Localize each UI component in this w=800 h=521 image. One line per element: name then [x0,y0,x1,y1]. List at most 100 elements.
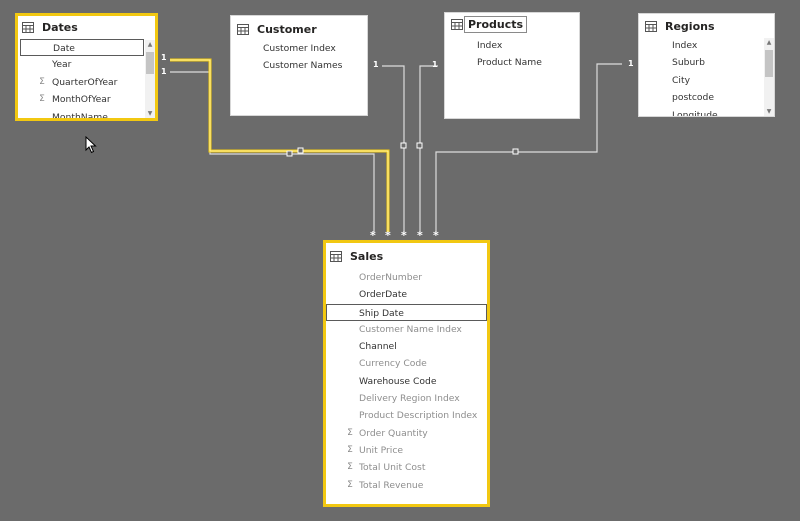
table-icon [330,250,342,262]
sigma-icon: Σ [347,479,353,490]
table-scrollbar-dates[interactable]: ▲ ▼ [145,40,155,118]
field-product-description-index[interactable]: Product Description Index [326,407,487,424]
rel-one-regions: 1 [628,59,634,68]
table-card-products[interactable]: Products Index Product Name [444,12,580,119]
table-header-dates[interactable]: Dates [18,16,155,38]
field-quarterofyear[interactable]: Σ QuarterOfYear [18,74,144,91]
field-postcode[interactable]: postcode [639,89,763,106]
table-icon [451,18,463,30]
table-icon [22,21,34,33]
sigma-icon: Σ [39,76,45,87]
field-customer-name-index[interactable]: Customer Name Index [326,321,487,338]
rel-one-products: 1 [432,60,438,69]
scroll-thumb[interactable] [146,52,154,74]
table-scrollbar-regions[interactable]: ▲ ▼ [764,38,774,116]
table-title-customer: Customer [257,22,317,36]
sigma-icon: Σ [39,93,45,104]
relationship-products-sales [419,65,438,232]
table-card-regions[interactable]: Regions Index Suburb City postcode Longi… [638,13,775,117]
table-header-products[interactable]: Products [445,13,579,35]
field-label: OrderNumber [359,272,423,283]
table-header-regions[interactable]: Regions [639,14,774,38]
field-monthofyear[interactable]: Σ MonthOfYear [18,91,144,108]
field-longitude[interactable]: Longitude [639,106,763,117]
field-label: Ship Date [359,307,404,319]
field-product-index[interactable]: Index [445,37,579,54]
table-icon [645,20,657,32]
table-header-customer[interactable]: Customer [231,16,367,42]
sigma-icon: Σ [347,427,353,438]
rel-many-2: * [385,229,391,242]
rel-one-customer: 1 [373,60,379,69]
field-label: Unit Price [359,444,404,456]
field-label: MonthOfYear [52,93,111,105]
field-label: Total Revenue [359,479,424,491]
field-label: City [672,74,691,86]
field-customer-index[interactable]: Customer Index [231,40,367,57]
mouse-pointer-icon [85,136,97,154]
scroll-down-icon[interactable]: ▼ [766,108,772,115]
field-label: OrderDate [359,289,408,301]
field-city[interactable]: City [639,72,763,89]
field-label: Year [52,59,72,71]
field-label: Product Description Index [359,410,478,422]
field-monthname[interactable]: MonthName [18,108,144,121]
scroll-up-icon[interactable]: ▲ [766,39,772,46]
field-label: Delivery Region Index [359,393,460,405]
field-suburb[interactable]: Suburb [639,54,763,71]
field-currency-code[interactable]: Currency Code [326,355,487,372]
field-warehouse-code[interactable]: Warehouse Code [326,373,487,390]
rel-one-dates-b: 1 [161,67,167,76]
field-ordernumber[interactable]: OrderNumber [326,269,487,286]
field-total-unit-cost[interactable]: Σ Total Unit Cost [326,459,487,476]
table-title-sales: Sales [350,249,384,263]
rel-many-5: * [433,229,439,242]
field-label: Date [53,43,75,54]
field-label: Longitude [672,110,718,117]
rel-many-1: * [370,229,376,242]
field-year[interactable]: Year [18,56,144,73]
field-label: Warehouse Code [359,375,437,387]
field-label: Customer Names [263,60,343,72]
field-label: Currency Code [359,358,427,370]
field-label: Product Name [477,57,542,69]
table-card-customer[interactable]: Customer Customer Index Customer Names [230,15,368,116]
rel-one-dates-a: 1 [161,53,167,62]
relationship-customer-sales [382,65,405,232]
field-unit-price[interactable]: Σ Unit Price [326,442,487,459]
field-label: Customer Index [263,43,336,54]
table-title-regions: Regions [665,19,715,33]
scroll-down-icon[interactable]: ▼ [147,110,153,117]
table-icon [237,23,249,35]
rel-many-3: * [401,229,407,242]
table-header-sales[interactable]: Sales [326,243,487,269]
field-customer-names[interactable]: Customer Names [231,57,367,74]
scroll-thumb[interactable] [765,50,773,77]
field-delivery-region-index[interactable]: Delivery Region Index [326,390,487,407]
field-label: Total Unit Cost [359,462,426,474]
field-order-quantity[interactable]: Σ Order Quantity [326,425,487,442]
field-label: QuarterOfYear [52,76,118,88]
table-title-products[interactable]: Products [464,15,528,33]
field-label: MonthName [52,112,108,121]
sigma-icon: Σ [347,444,353,455]
field-label: Index [477,40,503,51]
field-label: Suburb [672,57,705,69]
field-date[interactable]: Date [20,39,144,57]
field-region-index[interactable]: Index [639,37,763,54]
field-ship-date[interactable]: Ship Date [326,303,487,321]
field-channel[interactable]: Channel [326,338,487,355]
table-title-dates: Dates [42,20,78,34]
field-label: Index [672,40,698,51]
field-product-name[interactable]: Product Name [445,54,579,71]
table-card-dates[interactable]: Dates Date Year Σ QuarterOfYear Σ MonthOfY… [15,13,158,121]
field-orderdate[interactable]: OrderDate [326,286,487,303]
table-card-sales[interactable]: Sales OrderNumber OrderDate Ship Date Cu… [323,240,490,507]
rel-many-4: * [417,229,423,242]
sigma-icon: Σ [347,462,353,473]
scroll-up-icon[interactable]: ▲ [147,41,153,48]
field-total-revenue[interactable]: Σ Total Revenue [326,477,487,494]
field-label: Order Quantity [359,427,428,439]
field-label: Customer Name Index [359,323,462,335]
